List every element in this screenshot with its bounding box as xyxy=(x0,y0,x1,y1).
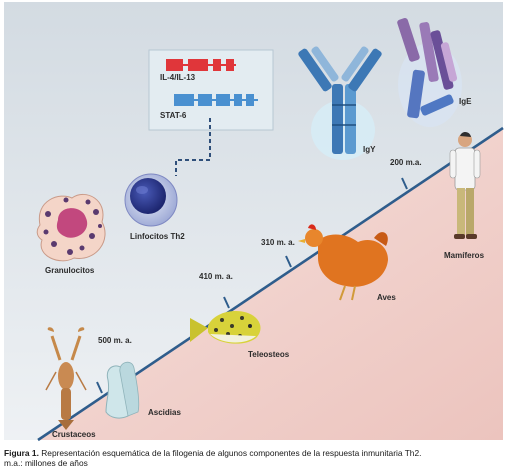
connector-dashed xyxy=(175,118,211,176)
mammals-label: Mamíferos xyxy=(444,251,485,260)
lymphocyte-label: Linfocitos Th2 xyxy=(130,232,185,241)
timeline-label-200: 200 m.a. xyxy=(390,158,422,167)
crustacean-icon xyxy=(45,327,87,430)
stat6-label: STAT-6 xyxy=(160,111,187,120)
il4-gene-icon xyxy=(166,59,236,71)
stat6-gene-icon xyxy=(174,94,258,106)
granulocyte-label: Granulocitos xyxy=(45,266,95,275)
timeline-label-310: 310 m. a. xyxy=(261,238,295,247)
fish-label: Teleosteos xyxy=(248,350,290,359)
caption-abbreviation: m.a.: millones de años xyxy=(4,458,88,468)
ige-label: IgE xyxy=(459,97,472,106)
il4-label: IL-4/IL-13 xyxy=(160,73,196,82)
timeline-tick-200 xyxy=(401,177,408,190)
ascidian-icon xyxy=(105,361,140,419)
timeline-label-410: 410 m. a. xyxy=(199,272,233,281)
ascidians-label: Ascidias xyxy=(148,408,181,417)
fish-icon xyxy=(190,311,261,344)
caption-figure-number: Figura 1. xyxy=(4,448,39,458)
caption-text: Representación esquemática de la filogen… xyxy=(38,448,422,458)
timeline-label-500: 500 m. a. xyxy=(98,336,132,345)
crustaceans-label: Crustaceos xyxy=(52,430,96,439)
timeline-tick-310 xyxy=(285,255,292,268)
ige-antibody-icon xyxy=(397,18,462,127)
igy-label: IgY xyxy=(363,145,376,154)
gene-box xyxy=(148,49,274,131)
human-icon xyxy=(449,131,481,239)
timeline-tick-410 xyxy=(223,296,230,309)
timeline-tick-500 xyxy=(96,381,103,394)
chicken-icon xyxy=(298,224,388,301)
igy-antibody-icon xyxy=(298,46,382,160)
figure-caption: Figura 1. Representación esquemática de … xyxy=(4,448,504,468)
granulocyte-icon xyxy=(36,193,106,262)
lymphocyte-icon xyxy=(124,173,178,227)
birds-label: Aves xyxy=(377,293,396,302)
